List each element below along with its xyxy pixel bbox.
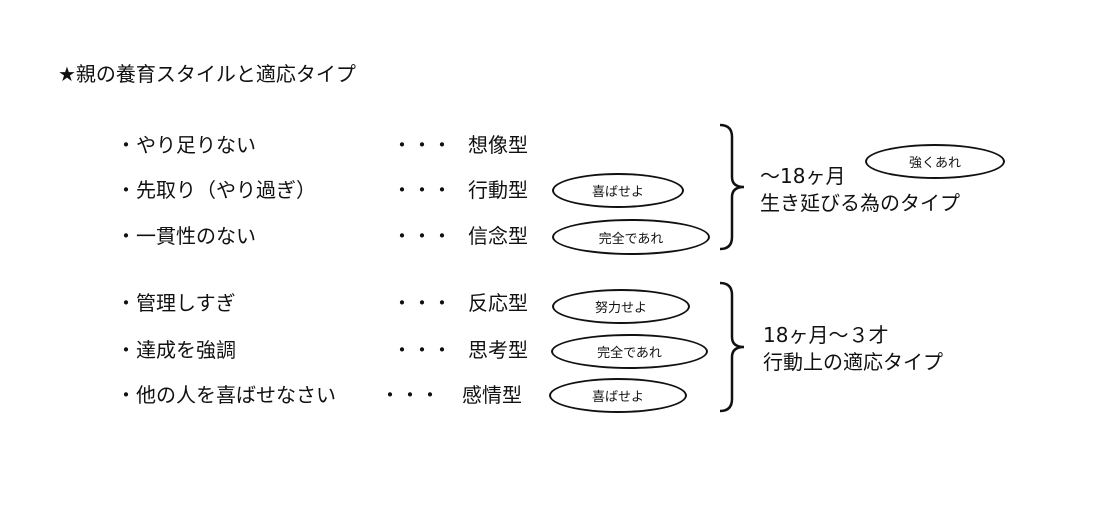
style-item: ・先取り（やり過ぎ）	[116, 178, 316, 202]
driver-oval: 喜ばせよ	[552, 173, 684, 208]
page-title: ★親の養育スタイルと適応タイプ	[58, 62, 356, 86]
style-item: ・達成を強調	[116, 338, 236, 362]
driver-oval: 完全であれ	[552, 219, 710, 255]
dots: ・・・	[392, 133, 452, 157]
driver-oval: 完全であれ	[551, 334, 708, 369]
dots: ・・・	[392, 338, 452, 362]
adaptation-type: 行動型	[468, 178, 528, 202]
dots: ・・・	[392, 178, 452, 202]
style-item: ・他の人を喜ばせなさい	[116, 383, 336, 407]
driver-oval: 努力せよ	[552, 289, 690, 324]
brace-top	[719, 123, 745, 251]
dots: ・・・	[380, 383, 440, 407]
group1-desc: 生き延びる為のタイプ	[760, 191, 960, 215]
driver-oval: 強くあれ	[865, 144, 1005, 179]
adaptation-type: 想像型	[468, 133, 528, 157]
style-item: ・一貫性のない	[116, 224, 256, 248]
style-item: ・管理しすぎ	[116, 291, 236, 315]
adaptation-type: 信念型	[468, 224, 528, 248]
dots: ・・・	[392, 224, 452, 248]
group2-age: 18ヶ月～３才	[763, 323, 889, 347]
group2-desc: 行動上の適応タイプ	[763, 350, 943, 374]
brace-bottom	[719, 281, 745, 413]
dots: ・・・	[392, 291, 452, 315]
adaptation-type: 思考型	[468, 338, 528, 362]
driver-oval: 喜ばせよ	[549, 378, 687, 413]
adaptation-type: 反応型	[468, 291, 528, 315]
group1-age: ～18ヶ月	[760, 164, 846, 188]
style-item: ・やり足りない	[116, 133, 256, 157]
adaptation-type: 感情型	[462, 383, 522, 407]
